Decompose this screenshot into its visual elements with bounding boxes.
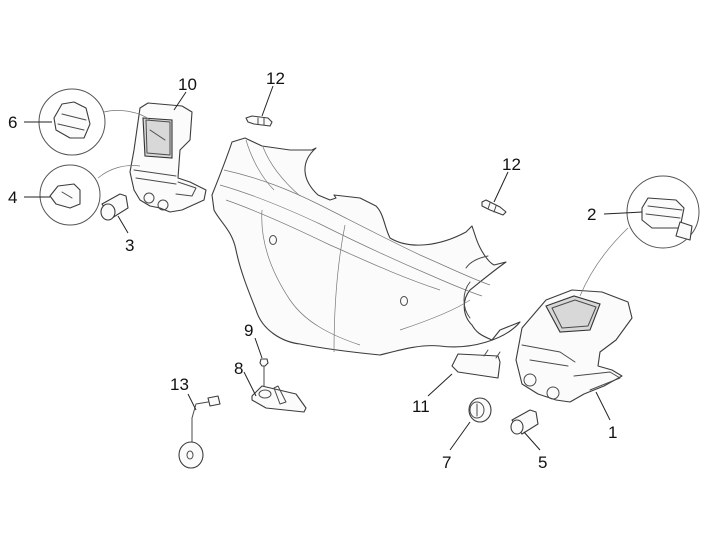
callout-3: 3 xyxy=(125,236,134,255)
part-1-right-switch-housing xyxy=(515,289,633,403)
part-5-button xyxy=(510,409,539,435)
callout-13: 13 xyxy=(170,375,189,394)
callout-4: 4 xyxy=(8,188,17,207)
part-13-sensor xyxy=(178,395,221,469)
callout-5: 5 xyxy=(538,453,547,472)
callout-12-left: 12 xyxy=(266,69,285,88)
leader-lines xyxy=(24,85,643,451)
part-12-clip-left xyxy=(245,115,273,127)
part-3-button xyxy=(100,193,129,221)
callout-6: 6 xyxy=(8,113,17,132)
callout-2: 2 xyxy=(587,205,596,224)
part-4-inset xyxy=(39,164,141,226)
part-12-clip-right xyxy=(481,199,507,216)
handlebar-cover xyxy=(211,137,521,356)
callout-9: 9 xyxy=(244,321,253,340)
part-11-plate xyxy=(451,349,501,379)
part-8-bracket xyxy=(251,385,307,413)
callout-12-right: 12 xyxy=(502,155,521,174)
callout-11: 11 xyxy=(412,397,430,416)
part-9-screw xyxy=(259,358,269,391)
callout-10: 10 xyxy=(178,75,197,94)
part-2-inset xyxy=(579,175,700,297)
part-6-inset xyxy=(38,88,151,156)
callout-8: 8 xyxy=(234,359,243,378)
part-7-knob xyxy=(468,397,492,423)
callout-7: 7 xyxy=(442,453,451,472)
callout-1: 1 xyxy=(608,423,617,442)
part-10-left-switch-housing xyxy=(129,102,207,213)
